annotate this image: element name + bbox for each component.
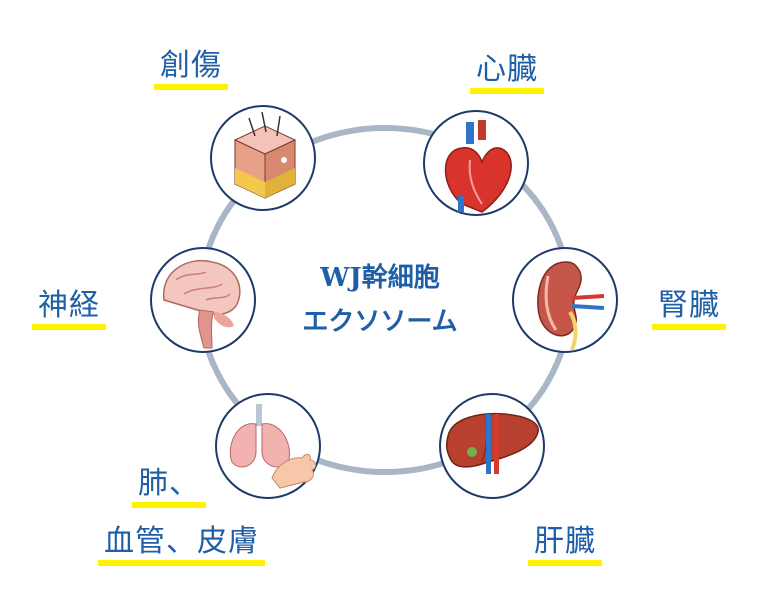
kidney-icon	[537, 261, 605, 351]
center-title-line1: WJ幹細胞	[320, 263, 440, 293]
label-kidney: 腎臓	[652, 288, 726, 330]
label-heart-text: 心臓	[470, 52, 544, 94]
center-title-line2: エクソソーム	[302, 307, 458, 337]
label-liver: 肝臓	[528, 524, 602, 566]
center-title: WJ幹細胞 エクソソーム	[280, 256, 480, 344]
heart-icon	[444, 120, 512, 213]
label-liver-text: 肝臓	[528, 524, 602, 566]
label-heart: 心臓	[470, 52, 544, 94]
node-kidney	[512, 247, 618, 353]
node-nerve	[150, 247, 256, 353]
label-vessel-skin-text: 血管、皮膚	[98, 524, 265, 566]
label-lung-text: 肺、	[132, 466, 206, 508]
skin-icon	[233, 111, 297, 199]
label-vessel-skin: 血管、皮膚	[98, 524, 265, 566]
node-heart	[423, 110, 529, 216]
label-wound-text: 創傷	[154, 48, 228, 90]
liver-icon	[445, 412, 539, 474]
label-nerve-text: 神経	[32, 288, 106, 330]
lungs-hand-icon	[229, 404, 317, 489]
node-lung-vessel-skin	[215, 393, 321, 499]
node-wound	[210, 105, 316, 211]
node-liver	[439, 393, 545, 499]
label-lung: 肺、	[132, 466, 206, 508]
label-nerve: 神経	[32, 288, 106, 330]
label-kidney-text: 腎臓	[652, 288, 726, 330]
brain-icon	[163, 260, 241, 349]
label-wound: 創傷	[154, 48, 228, 90]
